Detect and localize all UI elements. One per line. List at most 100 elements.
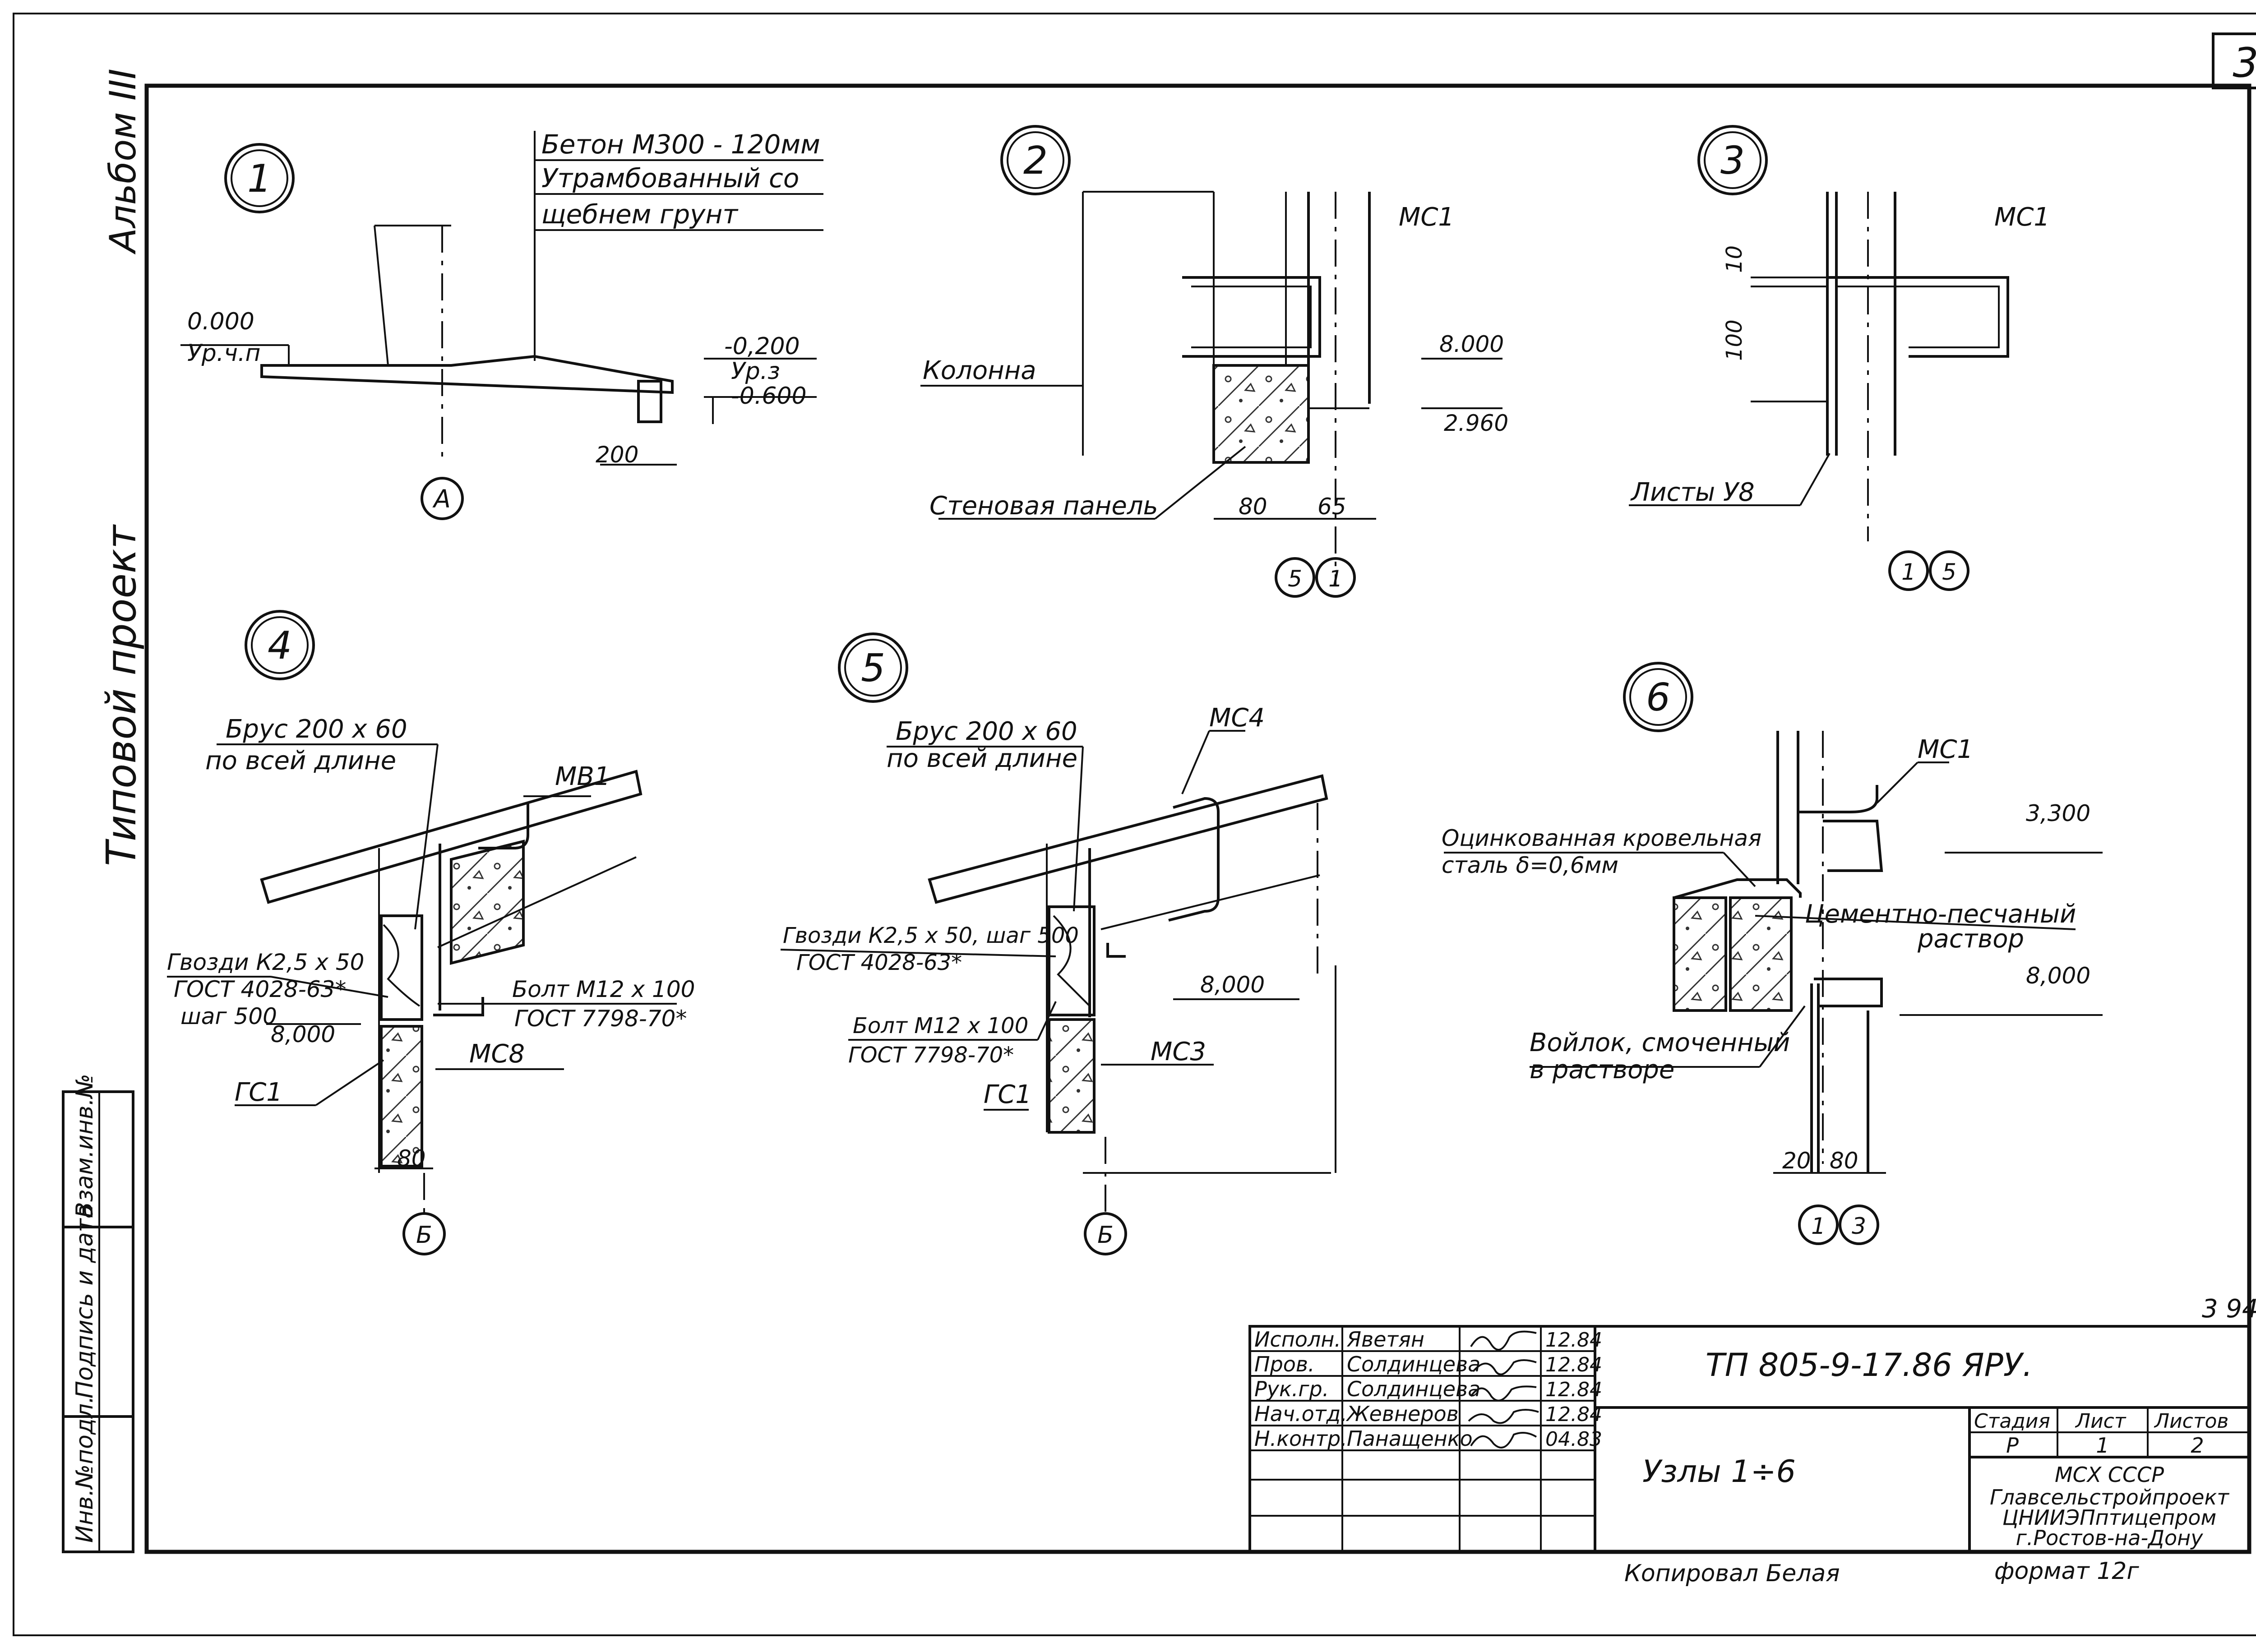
left-stamp	[62, 1090, 134, 1553]
d5-beam-2: по всей длине	[887, 744, 1077, 773]
d4-bolt-1: Болт М12 х 100	[512, 976, 695, 1002]
tb-role-3: Нач.отд.	[1254, 1402, 1347, 1426]
tb-org-2: ЦНИИЭПптицепром	[2002, 1505, 2216, 1530]
tb-date-1: 12.84	[1545, 1353, 1602, 1376]
tb-sheet-header: Лист	[2075, 1410, 2127, 1433]
tb-role-0: Исполн.	[1254, 1327, 1341, 1352]
tb-sheets-total: 2	[2191, 1433, 2204, 1458]
d4-mark-top: МВ1	[555, 762, 610, 791]
d4-nails-2: ГОСТ 4028-63*	[174, 976, 346, 1002]
d1-level-ground: Ур.з	[731, 358, 780, 385]
d5-level: 8,000	[1200, 972, 1265, 998]
d6-mark: МС1	[1918, 735, 1973, 764]
stamp-inventory-label: Инв.№подл.	[71, 1396, 98, 1543]
detail-6-label: 6	[1646, 675, 1670, 720]
d5-mark-top: МС4	[1209, 703, 1265, 733]
detail-5-label: 5	[861, 646, 885, 691]
detail-3	[1629, 125, 2009, 591]
detail-2-label: 2	[1023, 138, 1048, 183]
tb-role-2: Рук.гр.	[1254, 1377, 1329, 1401]
d5-nails-2: ГОСТ 4028-63*	[796, 950, 962, 975]
d6-steel-1: Оцинкованная кровельная	[1442, 825, 1761, 851]
d4-level: 8,000	[271, 1021, 335, 1047]
d6-steel-2: сталь δ=0,6мм	[1442, 852, 1618, 878]
tb-sheets-header: Листов	[2154, 1410, 2228, 1433]
d2-level-lower: 2.960	[1444, 410, 1508, 436]
title-block	[1248, 1325, 2251, 1553]
d5-axis: Б	[1097, 1222, 1114, 1249]
tb-sheet-title: Узлы 1÷6	[1642, 1454, 1796, 1490]
tb-org-1: Главсельстройпроект	[1990, 1485, 2229, 1509]
signatures	[1468, 1330, 1539, 1449]
d6-dim-a: 20	[1782, 1148, 1811, 1174]
d6-level-lower: 8,000	[2026, 963, 2090, 989]
d6-felt-1: Войлок, смоченный	[1530, 1028, 1790, 1057]
d6-mortar-1: Цементно-песчаный	[1805, 900, 2076, 929]
d4-nails-1: Гвозди К2,5 х 50	[167, 949, 364, 975]
tb-org-3: г.Ростов-на-Дону	[2016, 1526, 2204, 1550]
detail-1	[180, 131, 823, 520]
d3-axis-b: 5	[1942, 559, 1956, 585]
d1-axis: А	[432, 485, 451, 513]
tb-name-0: Яветян	[1346, 1327, 1424, 1352]
d4-gc: ГС1	[235, 1078, 282, 1107]
d2-dim-a: 80	[1239, 494, 1267, 520]
tb-code: ТП 805-9-17.86 ЯРУ.	[1706, 1347, 2033, 1384]
d2-level-upper: 8.000	[1439, 331, 1504, 357]
d2-axis-b: 1	[1328, 566, 1343, 592]
d1-level-floor: Ур.ч.п	[187, 340, 260, 367]
d5-bolt-2: ГОСТ 7798-70*	[848, 1043, 1014, 1068]
detail-4-label: 4	[268, 623, 292, 668]
d2-column: Колонна	[923, 356, 1036, 385]
d5-nails-1: Гвозди К2,5 х 50, шаг 500	[783, 923, 1079, 948]
tb-date-0: 12.84	[1545, 1329, 1602, 1352]
d4-mark-bottom: МС8	[469, 1039, 525, 1069]
tb-stage-header: Стадия	[1974, 1410, 2050, 1433]
d6-dim-b: 80	[1830, 1148, 1858, 1174]
tb-role-4: Н.контр.	[1254, 1426, 1347, 1451]
tb-date-2: 12.84	[1545, 1378, 1602, 1401]
d5-mark-bottom: МС3	[1151, 1037, 1206, 1066]
d4-bolt-2: ГОСТ 7798-70*	[514, 1006, 687, 1032]
tb-date-3: 12.84	[1545, 1403, 1602, 1426]
d1-note-concrete: Бетон М300 - 120мм	[541, 129, 820, 160]
d5-gc: ГС1	[984, 1080, 1031, 1109]
d5-beam-1: Брус 200 х 60	[896, 717, 1077, 746]
d1-level-zero: 0.000	[187, 308, 254, 335]
tb-name-1: Солдинцева	[1347, 1352, 1480, 1376]
tb-sheet-no: 1	[2096, 1433, 2109, 1458]
d4-beam-1: Брус 200 х 60	[226, 715, 407, 744]
album-label: Альбом III	[102, 69, 144, 255]
d6-axis-a: 1	[1811, 1213, 1826, 1239]
d1-level-minus600: -0.600	[731, 383, 807, 410]
tb-org-0: МСХ СССР	[2055, 1463, 2164, 1487]
d4-dim: 80	[397, 1145, 426, 1172]
d2-dim-b: 65	[1318, 494, 1346, 520]
d1-note-gravel: щебнем грунт	[541, 199, 739, 230]
format-note: формат 12г	[1994, 1558, 2139, 1585]
d3-mark: МС1	[1994, 203, 2050, 232]
d3-dim-a: 10	[1722, 245, 1747, 273]
d4-beam-2: по всей длине	[205, 746, 396, 775]
stamp-signature-label: Подпись и дата	[71, 1204, 98, 1398]
detail-6	[1444, 662, 2103, 1245]
d3-sheets: Листы У8	[1630, 478, 1755, 507]
sheet-number: 3	[2233, 39, 2256, 87]
d4-axis: Б	[416, 1222, 432, 1249]
tb-role-1: Пров.	[1254, 1352, 1315, 1376]
detail-2	[920, 125, 1502, 598]
d5-bolt-1: Болт М12 х 100	[853, 1013, 1028, 1038]
archive-number: 3 9493/3	[2202, 1294, 2256, 1324]
tb-name-3: Жевнеров	[1345, 1402, 1459, 1426]
d2-mark: МС1	[1399, 203, 1454, 232]
d3-axis-a: 1	[1901, 559, 1916, 585]
detail-4	[167, 610, 677, 1255]
project-type-label: Типовой проект	[98, 524, 145, 866]
d6-mortar-2: раствор	[1917, 924, 2024, 954]
detail-5	[780, 632, 1336, 1255]
d6-felt-2: в растворе	[1530, 1055, 1674, 1084]
d6-level-upper: 3,300	[2026, 800, 2090, 826]
detail-3-label: 3	[1720, 138, 1745, 183]
d1-note-soil: Утрамбованный со	[541, 163, 799, 194]
